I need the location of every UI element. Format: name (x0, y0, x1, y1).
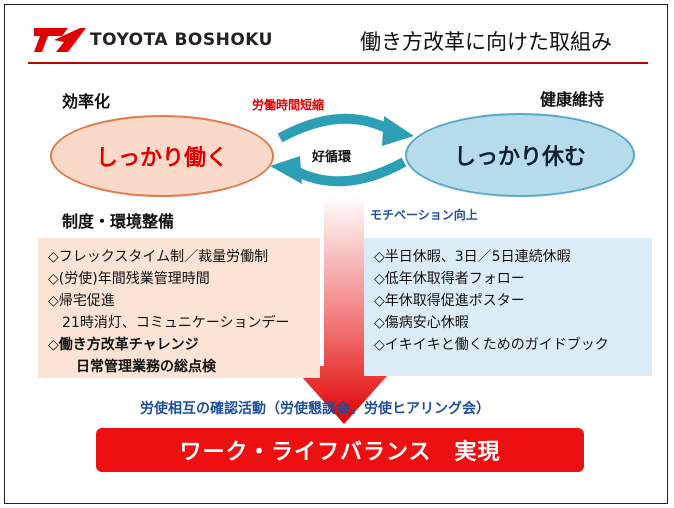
result-label: ワーク・ライフバランス 実現 (179, 440, 501, 465)
motivation-label: モチベーション向上 (370, 208, 478, 222)
toyota-boshoku-logo-icon (34, 28, 86, 52)
left-item: ◇(労使)年間残業管理時間 (48, 271, 210, 287)
left-item: 日常管理業務の総点検 (48, 359, 216, 375)
hours-label: 労働時間短縮 (252, 98, 325, 112)
left-item: ◇フレックスタイム制／裁量労働制 (48, 249, 269, 265)
health-label: 健康維持 (540, 90, 605, 109)
page-title: 働き方改革に向けた取組み (360, 30, 612, 54)
company-name: TOYOTA BOSHOKU (90, 30, 273, 50)
system-label: 制度・環境整備 (62, 212, 175, 231)
right-item: ◇年休取得促進ポスター (374, 293, 525, 309)
cycle-label: 好循環 (312, 150, 352, 165)
efficiency-label: 効率化 (62, 92, 111, 111)
left-item: ◇働き方改革チャレンジ (48, 337, 199, 353)
work-label: しっかり働く (95, 146, 228, 171)
right-item: ◇イキイキと働くためのガイドブック (374, 337, 609, 353)
right-item: ◇半日休暇、3日／5日連続休暇 (374, 249, 571, 265)
right-measures-box: ◇半日休暇、3日／5日連続休暇 ◇低年休取得者フォロー ◇年休取得促進ポスター … (364, 238, 652, 376)
left-item: 21時消灯、コミュニケーションデー (48, 315, 290, 331)
rest-label: しっかり休む (453, 145, 586, 170)
left-measures-box: ◇フレックスタイム制／裁量労働制 ◇(労使)年間残業管理時間 ◇帰宅促進 21時… (38, 238, 320, 378)
cycle-arrows-icon (270, 113, 414, 187)
right-item: ◇傷病安心休暇 (374, 315, 469, 331)
right-item: ◇低年休取得者フォロー (374, 271, 525, 287)
rest-ellipse: しっかり休む (405, 113, 635, 197)
confirm-activity-label: 労使相互の確認活動（労使懇談会、労使ヒアリング会） (140, 401, 490, 417)
work-ellipse: しっかり働く (50, 115, 274, 197)
result-banner: ワーク・ライフバランス 実現 (96, 428, 584, 472)
header-divider (28, 62, 648, 64)
left-item: ◇帰宅促進 (48, 293, 115, 309)
